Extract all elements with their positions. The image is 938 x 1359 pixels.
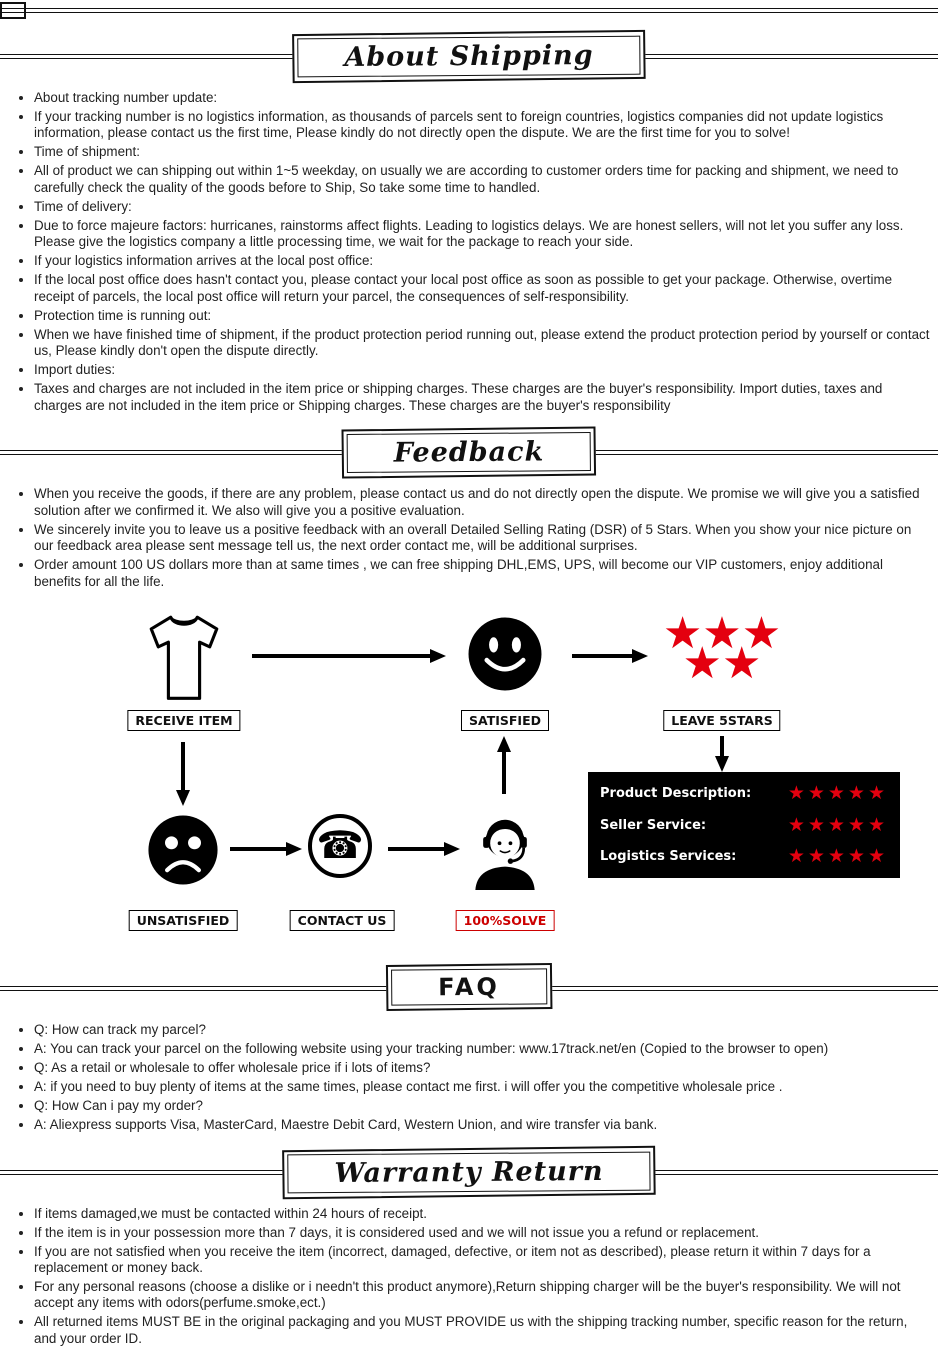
banner-box: FAQ — [385, 963, 553, 1012]
contact-us-label: CONTACT US — [289, 910, 395, 932]
five-stars-icon: ★★★ ★★ — [662, 609, 782, 688]
section-warranty: Warranty Return If items damaged,we must… — [0, 1145, 938, 1348]
bullet-item: Q: How Can i pay my order? — [34, 1098, 930, 1114]
bullet-item: Time of delivery: — [34, 199, 930, 215]
bullet-item: When you receive the goods, if there are… — [34, 486, 930, 519]
bullet-item: Q: How can track my parcel? — [34, 1022, 930, 1038]
bullet-item: If items damaged,we must be contacted wi… — [34, 1206, 930, 1222]
section-feedback: Feedback When you receive the goods, if … — [0, 426, 938, 590]
rating-row: Logistics Services: ★★★★★ — [600, 845, 888, 867]
section-title-shipping: About Shipping — [344, 40, 594, 73]
warranty-list: If items damaged,we must be contacted wi… — [0, 1206, 938, 1348]
section-shipping: About Shipping About tracking number upd… — [0, 29, 938, 414]
faq-list: Q: How can track my parcel? A: You can t… — [0, 1022, 938, 1133]
bullet-item: Import duties: — [34, 362, 930, 378]
bullet-item: A: if you need to buy plenty of items at… — [34, 1079, 930, 1095]
unsatisfied-label: UNSATISFIED — [128, 910, 238, 932]
rating-row: Seller Service: ★★★★★ — [600, 814, 888, 836]
banner-box: About Shipping — [292, 29, 646, 84]
bullet-item: When we have finished time of shipment, … — [34, 327, 930, 360]
bullet-item: We sincerely invite you to leave us a po… — [34, 522, 930, 555]
bullet-item: Order amount 100 US dollars more than at… — [34, 557, 930, 590]
arrow-up-icon — [497, 736, 511, 795]
rating-box: Product Description: ★★★★★ Seller Servic… — [588, 772, 900, 879]
sad-face-icon — [148, 815, 218, 885]
bullet-item: Due to force majeure factors: hurricanes… — [34, 218, 930, 251]
bullet-item: If you are not satisfied when you receiv… — [34, 1244, 930, 1277]
bullet-item: About tracking number update: — [34, 90, 930, 106]
arrow-right-icon — [230, 842, 302, 857]
smiley-icon — [468, 617, 542, 691]
bullet-item: Taxes and charges are not included in th… — [34, 381, 930, 414]
bullet-item: Protection time is running out: — [34, 308, 930, 324]
star-row-icon: ★★★★★ — [787, 845, 888, 867]
warranty-banner: Warranty Return — [0, 1145, 938, 1200]
arrow-down-icon — [176, 742, 190, 807]
bullet-item: If your logistics information arrives at… — [34, 253, 930, 269]
satisfied-label: SATISFIED — [461, 710, 549, 732]
arrow-down-icon — [715, 736, 729, 773]
bullet-item: Q: As a retail or wholesale to offer who… — [34, 1060, 930, 1076]
feedback-banner: Feedback — [0, 426, 938, 480]
top-banner-fragment — [0, 2, 26, 19]
leave-5stars-label: LEAVE 5STARS — [663, 710, 781, 732]
bullet-item: If the item is in your possession more t… — [34, 1225, 930, 1241]
bullet-item: For any personal reasons (choose a disli… — [34, 1279, 930, 1312]
arrow-right-icon — [252, 649, 446, 664]
section-title-feedback: Feedback — [393, 436, 545, 469]
shipping-banner: About Shipping — [0, 29, 938, 84]
rating-row: Product Description: ★★★★★ — [600, 783, 888, 805]
banner-box: Feedback — [341, 426, 597, 479]
bullet-item: All returned items MUST BE in the origin… — [34, 1314, 930, 1347]
receive-item-label: RECEIVE ITEM — [127, 710, 241, 732]
arrow-right-icon — [388, 842, 460, 857]
bullet-item: If the local post office does hasn't con… — [34, 272, 930, 305]
section-title-faq: FAQ — [438, 972, 500, 1002]
faq-banner: FAQ — [0, 962, 938, 1016]
feedback-list: When you receive the goods, if there are… — [0, 486, 938, 590]
star-row-icon: ★★★★★ — [787, 783, 888, 805]
arrow-right-icon — [572, 649, 648, 664]
divider-line — [0, 8, 938, 13]
phone-icon: ☎ — [308, 814, 372, 879]
top-divider — [0, 0, 938, 22]
bullet-item: A: Aliexpress supports Visa, MasterCard,… — [34, 1117, 930, 1133]
tshirt-icon — [149, 615, 219, 701]
bullet-item: If your tracking number is no logistics … — [34, 109, 930, 142]
section-title-warranty: Warranty Return — [334, 1155, 604, 1189]
shipping-list: About tracking number update: If your tr… — [0, 90, 938, 414]
feedback-flow-diagram: RECEIVE ITEM SATISFIED ★★★ ★★ LEAVE 5STA… — [0, 602, 938, 954]
bullet-item: Time of shipment: — [34, 144, 930, 160]
agent-icon — [475, 819, 535, 891]
bullet-item: A: You can track your parcel on the foll… — [34, 1041, 930, 1057]
section-faq: FAQ Q: How can track my parcel? A: You c… — [0, 962, 938, 1133]
star-row-icon: ★★★★★ — [787, 814, 888, 836]
bullet-item: All of product we can shipping out withi… — [34, 163, 930, 196]
banner-box: Warranty Return — [282, 1145, 656, 1199]
solve-label: 100%SOLVE — [455, 910, 555, 932]
